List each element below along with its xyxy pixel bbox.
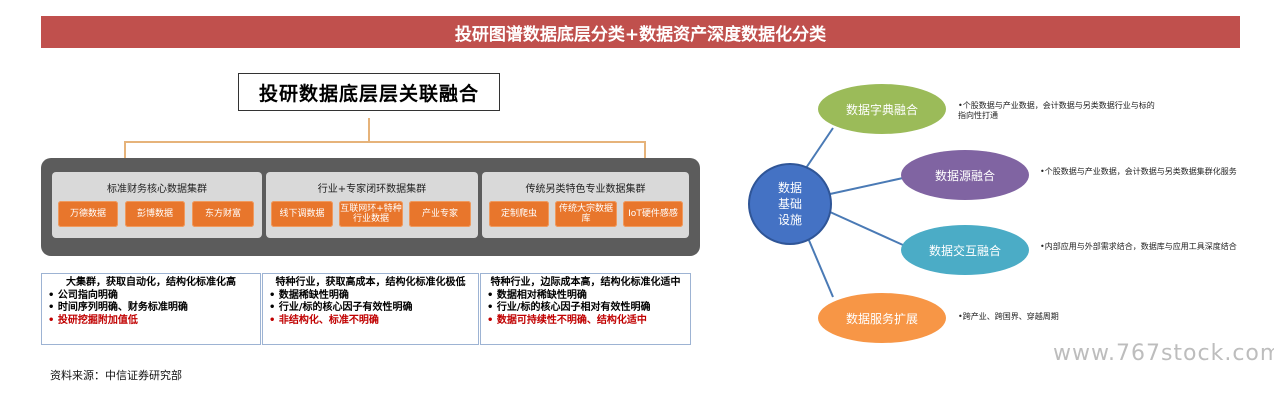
brace-connector	[124, 118, 646, 158]
top-box-title: 投研数据底层层关联融合	[238, 73, 500, 111]
mindmap-note: •内部应用与外部需求结合，数据库与应用工具深度结合	[1040, 242, 1237, 251]
mindmap-note: •个股数据与产业数据，会计数据与另类数据集群化服务	[1040, 167, 1237, 176]
source-chip: 传统大宗数据库	[555, 201, 617, 227]
cluster-group-industry: 行业+专家闭环数据集群 线下调数据 互联网环+特种行业数据 产业专家	[266, 172, 478, 238]
description-head: 大集群，获取自动化，结构化标准化高	[66, 277, 236, 288]
center-line: 设施	[777, 213, 802, 227]
description-head: 特种行业，边际成本高，结构化标准化适中	[490, 277, 681, 288]
description-item-warning: • 投研挖掘附加值低	[48, 314, 138, 326]
source-chip: 定制爬虫	[489, 201, 549, 227]
description-item-warning: • 数据可持续性不明确、结构化适中	[487, 314, 647, 326]
description-item: • 数据相对稀缺性明确	[487, 289, 587, 301]
center-line: 基础	[777, 197, 802, 211]
source-chip: 线下调数据	[271, 201, 333, 227]
mindmap-note: •跨产业、跨国界、穿越周期	[958, 312, 1059, 321]
cluster-group-alternative: 传统另类特色专业数据集群 定制爬虫 传统大宗数据库 IoT硬件感感	[482, 172, 689, 238]
source-chip: 万德数据	[58, 201, 118, 227]
cluster-group-financial: 标准财务核心数据集群 万德数据 彭博数据 东方财富	[52, 172, 262, 238]
description-item: • 时间序列明确、财务标准明确	[48, 302, 188, 313]
center-line: 数据	[777, 181, 802, 195]
source-note: 资料来源：中信证券研究部	[50, 369, 182, 382]
description-item-warning: • 非结构化、标准不明确	[269, 314, 379, 326]
cluster-title: 行业+专家闭环数据集群	[317, 184, 427, 195]
mindmap-center-node: 数据 基础 设施	[748, 163, 832, 245]
description-box-industry: 特种行业，获取高成本，结构化标准化极低 • 数据稀缺性明确 • 行业/标的核心因…	[262, 273, 479, 345]
mindmap-node-interaction: 数据交互融合	[901, 225, 1029, 275]
mindmap-node-service: 数据服务扩展	[818, 293, 946, 343]
description-head: 特种行业，获取高成本，结构化标准化极低	[275, 277, 466, 288]
banner-title: 投研图谱数据底层分类+数据资产深度数据化分类	[41, 16, 1240, 48]
mindmap-note: •个股数据与产业数据，会计数据与另类数据行业与标的指向性打通	[958, 101, 1155, 120]
source-chip: 东方财富	[192, 201, 254, 227]
mindmap-node-source: 数据源融合	[901, 150, 1029, 200]
data-cluster-panel: 标准财务核心数据集群 万德数据 彭博数据 东方财富 行业+专家闭环数据集群 线下…	[41, 158, 700, 256]
description-item: • 数据稀缺性明确	[269, 289, 349, 301]
source-chip: IoT硬件感感	[623, 201, 683, 227]
watermark: www.767stock.com	[1053, 341, 1274, 366]
description-box-alternative: 特种行业，边际成本高，结构化标准化适中 • 数据相对稀缺性明确 • 行业/标的核…	[480, 273, 691, 345]
source-chip: 互联网环+特种行业数据	[339, 201, 403, 227]
mindmap-node-dictionary: 数据字典融合	[818, 84, 946, 134]
source-chip: 产业专家	[409, 201, 471, 227]
cluster-title: 传统另类特色专业数据集群	[525, 184, 646, 195]
description-box-financial: 大集群，获取自动化，结构化标准化高 • 公司指向明确 • 时间序列明确、财务标准…	[41, 273, 261, 345]
source-chip: 彭博数据	[125, 201, 185, 227]
description-item: • 行业/标的核心因子有效性明确	[269, 302, 413, 313]
description-item: • 公司指向明确	[48, 289, 118, 301]
cluster-title: 标准财务核心数据集群	[107, 184, 207, 195]
description-item: • 行业/标的核心因子相对有效性明确	[487, 302, 651, 313]
